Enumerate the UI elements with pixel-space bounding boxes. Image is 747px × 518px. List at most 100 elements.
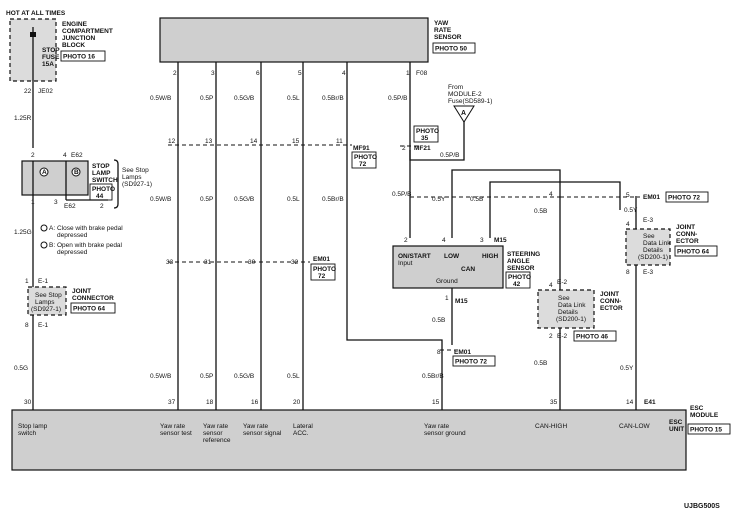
esc-title-4: UNIT xyxy=(669,426,684,433)
wire-label-0-5g: 0.5G xyxy=(14,365,28,372)
e3-title-2: CONN- xyxy=(676,231,697,238)
esc-pin-3: 18 xyxy=(206,399,214,406)
wire-sas-low-to-e2 xyxy=(451,169,561,238)
switch-pin-top-right: 4 xyxy=(63,152,67,159)
ecjb-label-4: BLOCK xyxy=(62,42,85,49)
e3-pin-top: 4 xyxy=(626,221,630,228)
yaw-label-2: RATE xyxy=(434,27,452,34)
yaw-rate-sensor xyxy=(159,17,429,63)
em01-mid-pin-4: 32 xyxy=(291,259,299,266)
e3-em01-pin: 5 xyxy=(626,192,630,199)
mf91-photo-1: PHOTO xyxy=(354,154,377,161)
joint-connector-e3 xyxy=(625,228,671,266)
ecjb-photo-box xyxy=(60,50,106,62)
mf21-photo-2: 35 xyxy=(421,135,429,142)
e3-see-1: See xyxy=(643,233,655,240)
em01-mid-pin-1: 33 xyxy=(166,259,174,266)
ecjb-label-2: COMPARTMENT xyxy=(62,28,113,35)
low-wire-label-3: 0.5G/B xyxy=(234,373,254,380)
em01-right-pin: 8 xyxy=(437,349,441,356)
em01-mid-photo-box xyxy=(310,263,336,281)
switch-see-3: (SD927-1) xyxy=(122,181,152,188)
ecjb-photo: PHOTO 16 xyxy=(63,54,95,61)
esc-pin-1: 30 xyxy=(24,399,32,406)
sas-on-start: ON/START xyxy=(398,253,431,260)
e3-see-3: Details xyxy=(643,247,664,254)
esc-label-yaw-test-1: Yaw rate xyxy=(160,423,186,430)
e2-photo-box xyxy=(573,330,617,342)
yaw-pin-6: 1 xyxy=(406,70,410,77)
mf21-connector: MF21 xyxy=(414,145,431,152)
e2-see-4: (SD200-1) xyxy=(556,316,586,323)
wire-module2-feed xyxy=(409,120,465,161)
em01-right-photo: PHOTO 72 xyxy=(455,359,487,366)
mf91-pin-5: 11 xyxy=(336,138,343,145)
esc-pin-5: 20 xyxy=(293,399,301,406)
fuse-icon xyxy=(30,32,36,37)
e2-photo: PHOTO 46 xyxy=(576,334,608,341)
mf91-pin-4: 15 xyxy=(292,138,300,145)
sas-ground-wire: 0.5B xyxy=(432,317,445,324)
esc-label-yaw-ref-3: reference xyxy=(203,437,231,444)
yaw-connector: F08 xyxy=(416,70,428,77)
yaw-wire-label-2: 0.5P xyxy=(200,95,213,102)
em01-right-connector: EM01 xyxy=(454,349,471,356)
e3-see-2: Data Link xyxy=(643,240,671,247)
e2-connector-bottom: E-2 xyxy=(557,333,568,340)
e3-wire-lower: 0.5Y xyxy=(620,365,634,372)
e3-title-1: JOINT xyxy=(676,224,695,231)
from-module-2: MODULE-2 xyxy=(448,91,482,98)
yaw-wire-label-6: 0.5P/B xyxy=(388,95,408,102)
sas-title-3: SENSOR xyxy=(507,265,535,272)
mf21-photo-1: PHOTO xyxy=(416,128,439,135)
switch-connector-bottom: E62 xyxy=(64,203,76,210)
yaw-wire-label-5: 0.5Br/B xyxy=(322,95,344,102)
mf21-pin: 2 xyxy=(402,145,406,152)
yaw-photo-box xyxy=(432,42,476,54)
fuse-connector: JE02 xyxy=(38,88,53,95)
em01-mid-photo-2: 72 xyxy=(318,273,326,280)
e2-title-2: CONN- xyxy=(600,298,621,305)
e3-em01-photo: PHOTO 72 xyxy=(668,195,700,202)
e2-pin-bottom: 2 xyxy=(549,333,553,340)
low-wire-label-1: 0.5W/B xyxy=(150,373,171,380)
esc-label-yaw-signal-1: Yaw rate xyxy=(243,423,269,430)
e2-wire-lower: 0.5B xyxy=(534,360,547,367)
switch-see-2: Lamps xyxy=(122,174,142,181)
sas-pin-mid: 4 xyxy=(442,237,446,244)
esc-label-lateral-2: ACC. xyxy=(293,430,309,437)
low-wire-label-2: 0.5P xyxy=(200,373,213,380)
sas-high: HIGH xyxy=(482,253,499,260)
sas-pin-bottom: 1 xyxy=(445,295,449,302)
esc-pin-7: 35 xyxy=(550,399,558,406)
sas-can: CAN xyxy=(461,266,475,273)
sas-pin-left: 2 xyxy=(404,237,408,244)
joint-left-pin-top: 1 xyxy=(25,278,29,285)
sas-ground: Ground xyxy=(436,278,458,285)
e2-title-3: ECTOR xyxy=(600,305,623,312)
esc-module xyxy=(11,409,687,471)
joint-left-see-2: Lamps xyxy=(35,299,55,306)
e2-see-1: See xyxy=(558,295,570,302)
mf91-pin-1: 12 xyxy=(168,138,176,145)
sas-wire-0-5b: 0.5B xyxy=(470,196,483,203)
esc-pin-6: 15 xyxy=(432,399,440,406)
sas-photo-2: 42 xyxy=(513,281,521,288)
joint-left-title-2: CONNECTOR xyxy=(72,295,114,302)
yaw-label-1: YAW xyxy=(434,20,449,27)
e3-connector-bottom: E-3 xyxy=(643,269,654,276)
esc-pin-2: 37 xyxy=(168,399,176,406)
yaw-pin-4: 5 xyxy=(298,70,302,77)
fuse-pin: 22 xyxy=(24,88,32,95)
wire-label-1-25r: 1.25R xyxy=(14,115,32,122)
wire-label-0-5p-b-lower: 0.5P/B xyxy=(392,191,412,198)
joint-left-photo: PHOTO 64 xyxy=(73,306,105,313)
wire-sas-high-to-e3 xyxy=(489,181,621,238)
sas-input: Input xyxy=(398,260,413,267)
e2-title-1: JOINT xyxy=(600,291,619,298)
e3-wire-upper: 0.5Y xyxy=(624,207,638,214)
yaw-wire-label-4: 0.5L xyxy=(287,95,300,102)
esc-title-1: ESC xyxy=(690,405,704,412)
switch-photo-2: 44 xyxy=(96,193,104,200)
